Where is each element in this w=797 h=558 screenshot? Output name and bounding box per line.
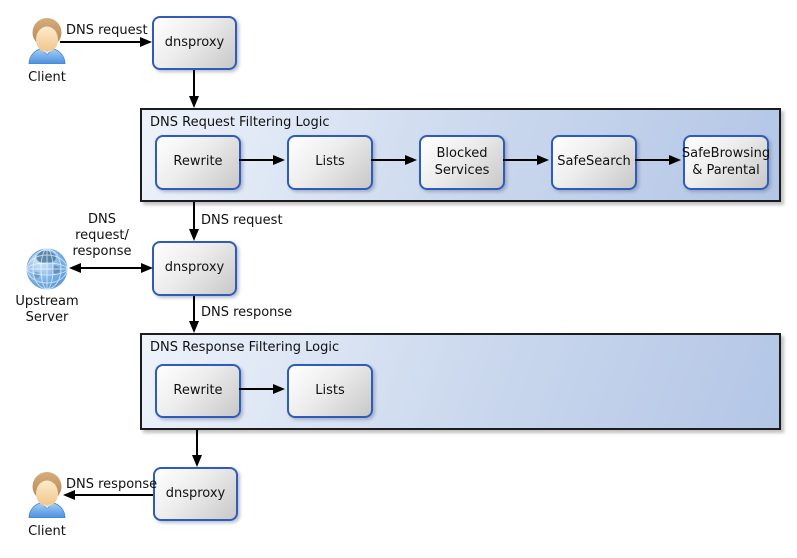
step-safesearch: SafeSearch xyxy=(551,135,637,190)
upstream-server-label: Upstream Server xyxy=(12,294,82,326)
step-label: Lists xyxy=(315,382,345,398)
upstream-label-line1: Upstream xyxy=(15,294,79,309)
step-rewrite-response: Rewrite xyxy=(155,364,241,418)
node-dnsproxy-middle: dnsproxy xyxy=(152,241,237,296)
step-blocked-services: Blocked Services xyxy=(419,135,505,190)
arrowhead-right-icon xyxy=(273,155,285,165)
edge-proxy-to-reqfilter-line xyxy=(193,70,195,97)
arrowhead-right-icon xyxy=(537,155,549,165)
node-label: dnsproxy xyxy=(165,485,226,501)
container-response-filtering: DNS Response Filtering Logic Rewrite Lis… xyxy=(140,333,781,430)
edge-upstream-exchange-label: DNS request/ response xyxy=(62,212,142,260)
edge-rewrite-lists-response-line xyxy=(239,388,274,390)
node-dnsproxy-bottom: dnsproxy xyxy=(153,467,238,521)
step-label-line2: & Parental xyxy=(692,162,760,178)
edge-filtered-request-label: DNS request xyxy=(201,213,283,228)
edge-response-to-client-line xyxy=(75,494,153,496)
step-label: Rewrite xyxy=(173,154,223,170)
arrowhead-right-icon xyxy=(141,263,153,273)
edge-proxy-to-respfilter-line xyxy=(193,296,195,323)
edge-rewrite-lists-line xyxy=(239,159,274,161)
arrowhead-down-icon xyxy=(192,455,202,467)
step-label: Rewrite xyxy=(173,382,223,398)
container-title: DNS Request Filtering Logic xyxy=(150,115,330,130)
step-label-line1: Blocked xyxy=(436,146,488,162)
upstream-exchange-line3: response xyxy=(72,244,132,259)
edge-safesearch-safebrowsing-line xyxy=(635,159,670,161)
container-request-filtering: DNS Request Filtering Logic Rewrite List… xyxy=(140,108,781,202)
edge-client-request-line xyxy=(60,41,141,43)
step-label-line2: Services xyxy=(434,162,490,178)
arrowhead-left-icon xyxy=(63,490,75,500)
arrowhead-down-icon xyxy=(189,96,199,108)
step-label: SafeSearch xyxy=(557,154,631,170)
arrowhead-down-icon xyxy=(189,321,199,333)
step-lists-request: Lists xyxy=(287,135,373,190)
step-rewrite-request: Rewrite xyxy=(155,135,241,190)
client-bottom-label: Client xyxy=(28,524,66,539)
arrowhead-down-icon xyxy=(189,229,199,241)
container-title: DNS Response Filtering Logic xyxy=(150,340,340,355)
step-lists-response: Lists xyxy=(287,364,373,418)
arrowhead-left-icon xyxy=(69,263,81,273)
node-label: dnsproxy xyxy=(164,34,225,50)
step-safebrowsing-parental: SafeBrowsing & Parental xyxy=(681,135,771,190)
edge-blocked-safesearch-line xyxy=(503,159,538,161)
step-label-line1: SafeBrowsing xyxy=(681,146,771,162)
upstream-exchange-line1: DNS xyxy=(88,212,116,227)
edge-upstream-line xyxy=(80,267,142,269)
arrowhead-right-icon xyxy=(405,155,417,165)
arrowhead-right-icon xyxy=(669,155,681,165)
upstream-label-line2: Server xyxy=(25,310,69,325)
node-label: dnsproxy xyxy=(164,260,225,276)
client-icon xyxy=(26,470,68,518)
client-top-label: Client xyxy=(28,70,66,85)
edge-reqfilter-to-proxy-line xyxy=(193,202,195,230)
edge-client-request-label: DNS request xyxy=(66,23,148,38)
arrowhead-right-icon xyxy=(273,384,285,394)
edge-lists-blocked-line xyxy=(371,159,406,161)
client-icon xyxy=(26,16,68,64)
edge-response-to-client-label: DNS response xyxy=(66,477,158,492)
edge-respfilter-to-proxy-line xyxy=(196,430,198,456)
step-label: Lists xyxy=(315,154,345,170)
edge-response-to-filter-label: DNS response xyxy=(201,305,293,320)
upstream-exchange-line2: request/ xyxy=(75,228,129,243)
node-dnsproxy-top: dnsproxy xyxy=(152,16,237,70)
arrowhead-right-icon xyxy=(140,37,152,47)
